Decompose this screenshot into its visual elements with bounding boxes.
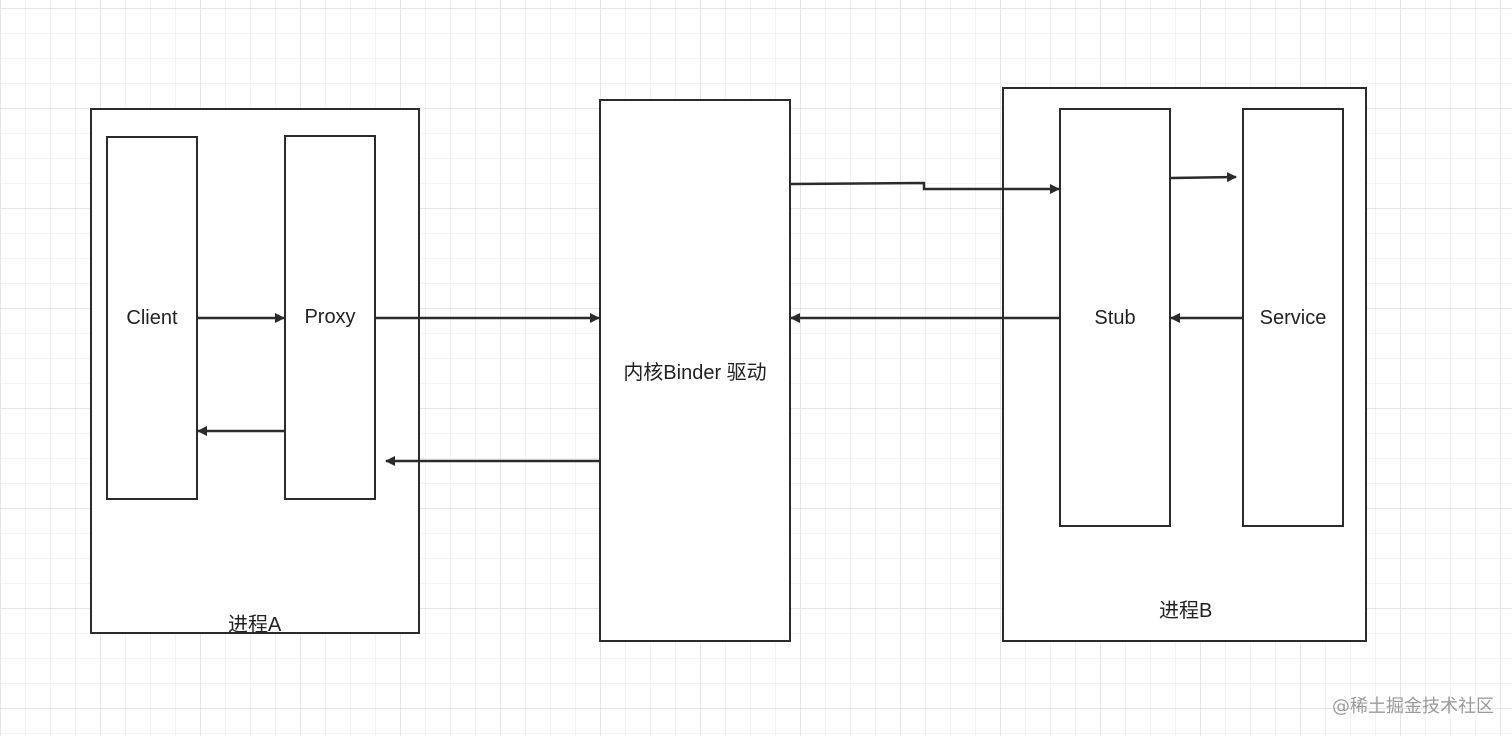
- watermark: @稀土掘金技术社区: [1332, 696, 1494, 717]
- arrow-stub-to-service: [1170, 172, 1237, 183]
- proxy-label: Proxy: [304, 306, 356, 328]
- service-label: Service: [1259, 307, 1327, 329]
- kernel-binder-label: 内核Binder 驱动: [623, 362, 767, 384]
- process-b-label: 进程B: [1159, 600, 1213, 622]
- service-box: Service: [1242, 108, 1344, 527]
- arrow-kernel-to-stub: [790, 181, 1060, 194]
- process-a-label: 进程A: [228, 614, 282, 636]
- proxy-box: Proxy: [284, 135, 376, 500]
- kernel-binder-box: 内核Binder 驱动: [599, 99, 791, 642]
- client-box: Client: [106, 136, 198, 500]
- stub-label: Stub: [1094, 307, 1136, 329]
- client-label: Client: [126, 306, 178, 329]
